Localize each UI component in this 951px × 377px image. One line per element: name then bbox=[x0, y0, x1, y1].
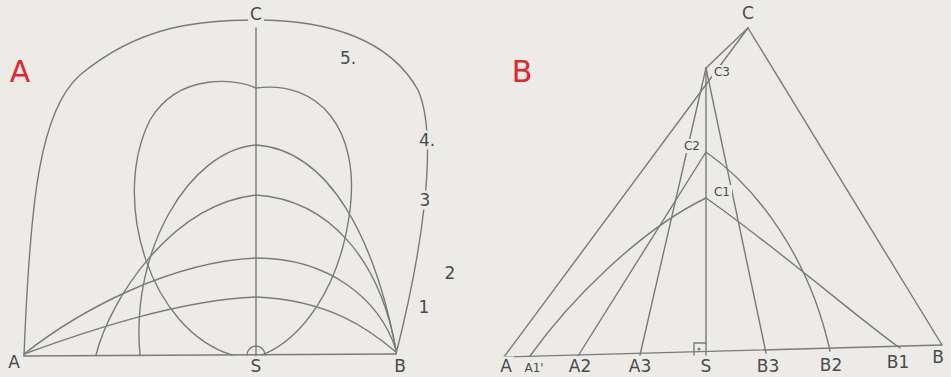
point-label: A2 bbox=[567, 356, 593, 375]
point-label: B1 bbox=[885, 353, 911, 372]
point-label: C bbox=[740, 4, 756, 23]
point-label: 3 bbox=[418, 191, 433, 210]
right-angle-mark bbox=[694, 343, 706, 355]
point-label: S bbox=[249, 356, 264, 375]
point-label: C3 bbox=[712, 65, 732, 79]
point-label: A bbox=[6, 353, 22, 372]
right-angle-dot bbox=[698, 348, 700, 350]
curve-2 bbox=[24, 258, 396, 354]
point-label: B2 bbox=[818, 356, 844, 375]
point-label: B bbox=[930, 348, 946, 367]
point-label: S bbox=[699, 356, 714, 375]
point-label: 4. bbox=[417, 131, 437, 150]
outer-arch bbox=[24, 20, 427, 356]
curve-4 bbox=[139, 145, 396, 355]
curve-3 bbox=[96, 195, 396, 355]
point-label: C1 bbox=[712, 185, 732, 199]
point-label: C2 bbox=[682, 139, 702, 153]
point-label: 2 bbox=[443, 264, 458, 283]
side-line-3 bbox=[706, 68, 766, 353]
point-label: 5. bbox=[338, 49, 358, 68]
point-label: B bbox=[392, 356, 408, 375]
altitude-line bbox=[705, 68, 706, 355]
point-label: C bbox=[248, 5, 264, 24]
panel-letter: B bbox=[510, 56, 535, 88]
point-label: 1 bbox=[417, 298, 432, 317]
side-line-2 bbox=[578, 152, 706, 356]
base-line bbox=[24, 354, 396, 356]
axis-line bbox=[255, 28, 256, 356]
curve-5 bbox=[134, 81, 351, 355]
point-label: A1' bbox=[522, 361, 545, 375]
right-angle-mark bbox=[247, 346, 265, 355]
side-line-3 bbox=[640, 68, 706, 355]
point-label: A3 bbox=[627, 356, 653, 375]
point-label: B3 bbox=[755, 356, 781, 375]
side-line-1 bbox=[706, 198, 900, 348]
side-line-1 bbox=[530, 198, 706, 356]
apex-line bbox=[706, 28, 748, 68]
side-line-2 bbox=[706, 152, 830, 351]
panel-letter: A bbox=[8, 56, 33, 88]
side-line bbox=[504, 28, 748, 357]
point-label: A bbox=[498, 356, 514, 375]
side-line bbox=[748, 28, 942, 345]
